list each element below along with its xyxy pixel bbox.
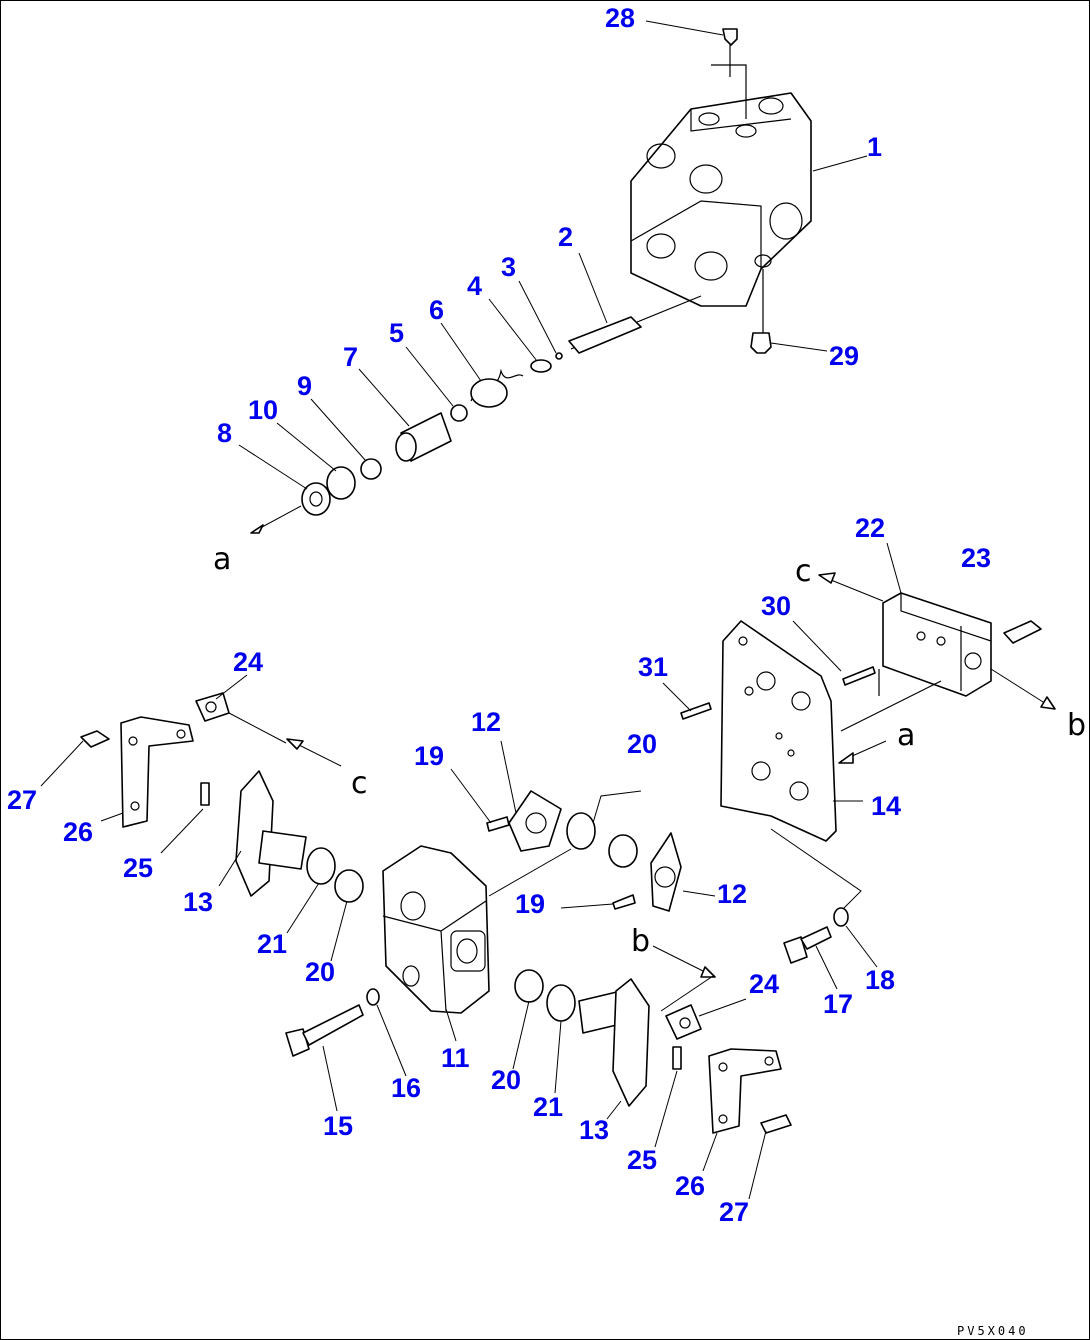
callout-4: 4 [467, 271, 482, 301]
callout-5: 5 [389, 318, 404, 348]
bolt-27-right-part [760, 1114, 792, 1134]
ring-21-right-part [546, 984, 576, 1022]
leader-lines [40, 20, 902, 1200]
callout-20-top: 20 [627, 729, 657, 759]
pin-19-bottom-part [612, 894, 636, 910]
callout-24-left: 24 [233, 647, 263, 677]
callout-13-left: 13 [183, 887, 213, 917]
spool-assembly [250, 295, 702, 534]
callout-21-left: 21 [257, 929, 287, 959]
lever-13-right-part [578, 978, 650, 1107]
pin-30-part [842, 666, 876, 686]
plate-24-left-part [195, 692, 287, 744]
bushing-20-top-part [566, 812, 596, 850]
valve-block-22-part [840, 592, 992, 732]
callout-30: 30 [761, 591, 791, 621]
callout-10: 10 [248, 395, 278, 425]
plug-29-part [750, 269, 772, 354]
cover-plate-14-part [720, 620, 862, 914]
connection-letters: a a b b c c [213, 542, 1086, 959]
plug-28-part [711, 28, 747, 119]
callout-15: 15 [323, 1111, 353, 1141]
letter-c-block: c [795, 554, 812, 589]
callout-3: 3 [501, 252, 516, 282]
callout-25-right: 25 [627, 1145, 657, 1175]
callout-17: 17 [823, 989, 853, 1019]
callout-20-right: 20 [491, 1065, 521, 1095]
lever-13-left-part [235, 770, 307, 897]
callout-16: 16 [391, 1073, 421, 1103]
bolt-17-part [783, 926, 832, 964]
callout-19-top: 19 [414, 741, 444, 771]
letter-c-lever: c [351, 766, 368, 801]
callout-6: 6 [429, 295, 444, 325]
letter-b-lever: b [631, 924, 650, 959]
callout-12-bottom: 12 [717, 879, 747, 909]
callout-18: 18 [865, 965, 895, 995]
plug-10-part [326, 466, 356, 500]
lever-12-top-part [508, 790, 562, 852]
drawing-id: PV5X040 [957, 1324, 1029, 1338]
connection-arrows [286, 572, 1056, 1012]
fitting-23-part [1003, 620, 1042, 644]
letter-b-block: b [1067, 708, 1086, 743]
body-11-part [382, 845, 490, 1014]
callout-8: 8 [217, 418, 232, 448]
pin-25-right-part [672, 1046, 682, 1070]
lever-12-bottom-part [650, 832, 682, 912]
callout-28: 28 [605, 3, 635, 33]
bushing-20-right-part [514, 969, 544, 1003]
bolt-15-part [285, 1004, 364, 1057]
nut-8-part [301, 482, 331, 516]
callout-12-top: 12 [471, 707, 501, 737]
callout-23: 23 [961, 543, 991, 573]
bracket-26-left-part [120, 716, 194, 828]
callout-22: 22 [855, 513, 885, 543]
spool-2-part [568, 316, 642, 354]
callout-26-left: 26 [63, 817, 93, 847]
callout-29: 29 [829, 341, 859, 371]
washer-16-part [366, 988, 380, 1006]
callout-31: 31 [638, 652, 668, 682]
bushing-20-mid-part [608, 834, 638, 868]
bolt-27-left-part [80, 730, 110, 748]
callout-14: 14 [871, 791, 901, 821]
callout-21-right: 21 [533, 1092, 563, 1122]
callout-13-right: 13 [579, 1115, 609, 1145]
callout-2: 2 [558, 222, 573, 252]
pin-19-top-part [486, 816, 510, 832]
stopper-5-part [450, 404, 468, 422]
callout-26-right: 26 [675, 1171, 705, 1201]
callout-1: 1 [867, 132, 882, 162]
ball-3-part [555, 352, 563, 360]
letter-a-spool: a [213, 542, 231, 577]
callout-9: 9 [297, 371, 312, 401]
callout-labels: 28 1 2 3 4 6 5 7 9 10 8 29 22 23 30 31 2… [7, 3, 991, 1227]
ring-21-left-part [306, 847, 336, 885]
callout-24-right: 24 [749, 969, 779, 999]
plate-24-right-part [665, 1004, 702, 1040]
oring-9-part [360, 458, 382, 480]
callout-20-left: 20 [305, 957, 335, 987]
washer-18-part [833, 907, 849, 927]
letter-a-cover: a [897, 718, 915, 753]
valve-body-part [630, 92, 812, 307]
pin-31-part [680, 702, 712, 720]
bushing-20-left-part [334, 869, 364, 903]
pin-25-left-part [200, 782, 210, 806]
callout-7: 7 [343, 342, 358, 372]
seat-4-part [530, 359, 552, 373]
callout-25-left: 25 [123, 853, 153, 883]
callout-19-bottom: 19 [515, 889, 545, 919]
callout-27-right: 27 [719, 1197, 749, 1227]
bracket-26-right-part [708, 1048, 782, 1134]
callout-11: 11 [441, 1043, 470, 1073]
callout-27-left: 27 [7, 785, 37, 815]
